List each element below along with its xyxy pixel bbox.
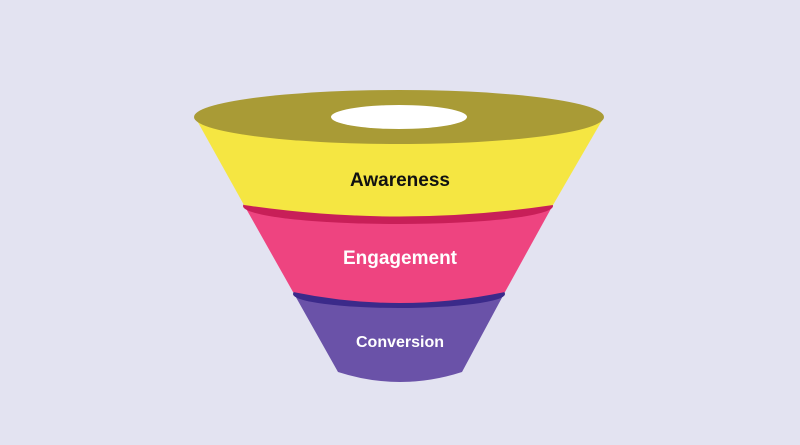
awareness-body bbox=[195, 117, 604, 217]
funnel-opening bbox=[331, 105, 467, 129]
conversion-body bbox=[293, 292, 505, 382]
engagement-body bbox=[244, 205, 553, 303]
funnel-stage-awareness: Awareness bbox=[194, 90, 604, 217]
awareness-label: Awareness bbox=[350, 170, 450, 191]
conversion-label: Conversion bbox=[356, 334, 444, 351]
engagement-label: Engagement bbox=[343, 248, 458, 269]
